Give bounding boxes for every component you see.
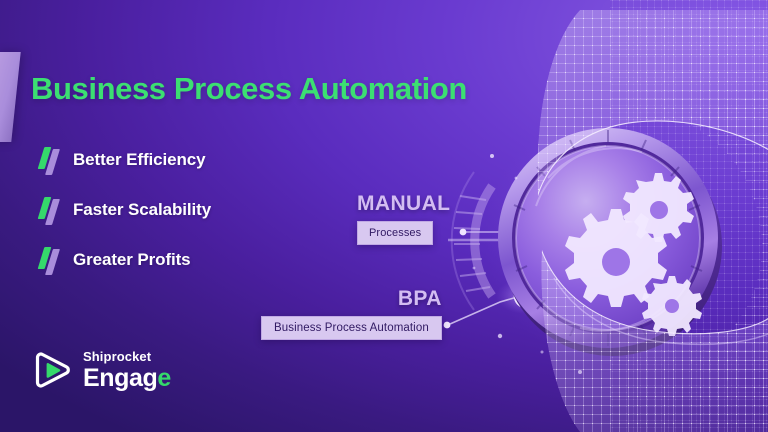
callout-bpa-title: BPA bbox=[397, 287, 442, 310]
callout-bpa-title-row: BPA bbox=[261, 287, 442, 311]
left-accent-bar bbox=[0, 52, 21, 142]
list-item: Greater Profits bbox=[37, 243, 211, 277]
gear-icon-medium bbox=[623, 173, 694, 242]
brand-name-engage: Engage bbox=[83, 363, 171, 392]
brand-name-engage-accent: e bbox=[157, 363, 171, 392]
page-title: Business Process Automation bbox=[31, 71, 467, 106]
brand-name-shiprocket: Shiprocket bbox=[83, 348, 152, 364]
benefit-list: Better Efficiency Faster Scalability Gre… bbox=[37, 143, 212, 293]
brand-logo: Shiprocket Engage bbox=[30, 348, 171, 392]
list-item-label: Greater Profits bbox=[73, 250, 191, 269]
callout-manual-title: MANUAL bbox=[357, 192, 451, 215]
callout-bpa: BPA Business Process Automation bbox=[261, 287, 442, 340]
list-item-label: Faster Scalability bbox=[73, 200, 212, 219]
hero-graphic-wireframe-hand-gear-dial bbox=[430, 0, 768, 432]
brand-logo-wordmark: Shiprocket Engage bbox=[83, 350, 171, 391]
callout-manual-badge: Processes bbox=[357, 221, 434, 245]
double-slash-icon bbox=[37, 147, 62, 175]
callout-bpa-badge: Business Process Automation bbox=[261, 316, 442, 340]
list-item-label: Better Efficiency bbox=[73, 150, 206, 169]
callout-manual: MANUAL Processes bbox=[357, 192, 450, 245]
gear-icon-small bbox=[642, 276, 702, 336]
brand-name-engage-head: Engag bbox=[83, 363, 158, 392]
double-slash-icon bbox=[37, 247, 62, 275]
play-triangle-icon bbox=[30, 348, 74, 392]
particles bbox=[472, 154, 582, 374]
list-item: Faster Scalability bbox=[37, 193, 212, 227]
list-item: Better Efficiency bbox=[37, 143, 211, 177]
wireframe-wrist-mesh bbox=[680, 90, 768, 400]
double-slash-icon bbox=[37, 197, 62, 225]
